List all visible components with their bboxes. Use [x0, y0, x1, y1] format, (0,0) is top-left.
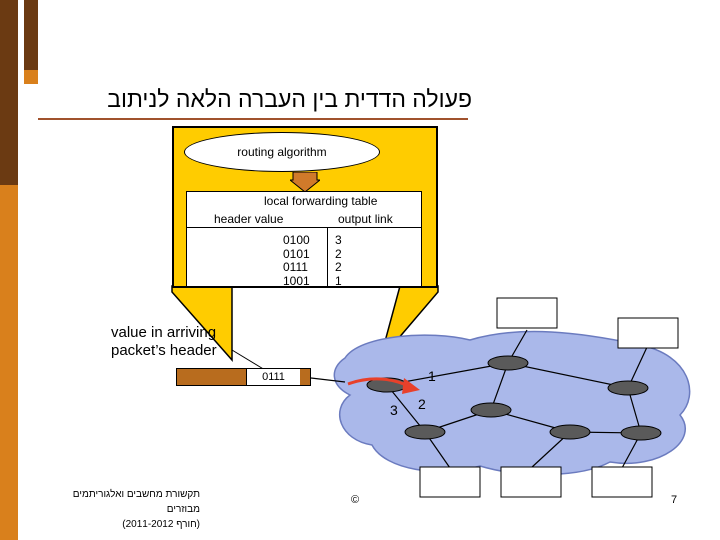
mini-table-icon	[501, 467, 561, 497]
footer-line: תקשורת מחשבים ואלגוריתמים מבוזרים	[40, 487, 200, 517]
table-cell: 2	[335, 261, 342, 275]
forwarding-table-title: local forwarding table	[264, 194, 377, 208]
mini-table-icon	[618, 318, 678, 348]
network-cloud	[334, 332, 689, 475]
port-label-2: 2	[418, 396, 426, 412]
port-label-3: 3	[390, 402, 398, 418]
table-cell: 2	[335, 248, 342, 262]
packet-note-line: value in arriving	[111, 324, 217, 342]
forwarding-table: local forwarding table header value outp…	[186, 191, 422, 287]
table-cell: 0101	[283, 248, 310, 262]
table-cell: 3	[335, 234, 342, 248]
table-cell: 1	[335, 275, 342, 289]
routing-algorithm-ellipse: routing algorithm	[184, 132, 380, 172]
output-link-column: output link	[338, 212, 393, 226]
router-icon	[488, 356, 528, 370]
header-pointer-line	[232, 350, 265, 370]
page-number: 7	[671, 494, 677, 506]
mini-table-icon	[497, 298, 557, 328]
copyright-mark: ©	[351, 494, 359, 506]
router-icon	[471, 403, 511, 417]
table-column-divider	[327, 228, 328, 286]
table-cell: 0111	[283, 261, 310, 275]
table-cell: 0100	[283, 234, 310, 248]
mini-table-icon	[592, 467, 652, 497]
footer-line: (חורף 2011-2012)	[40, 517, 200, 532]
router-icon	[405, 425, 445, 439]
router-icon	[550, 425, 590, 439]
packet-note-line: packet’s header	[111, 342, 217, 360]
header-values: 0100 0101 0111 1001	[283, 234, 310, 288]
output-links: 3 2 2 1	[335, 234, 342, 288]
table-divider	[187, 227, 421, 228]
footer-course: תקשורת מחשבים ואלגוריתמים מבוזרים (חורף …	[40, 487, 200, 532]
router-icon	[621, 426, 661, 440]
packet-header-value: 0111	[246, 369, 300, 385]
mini-table-icon	[420, 467, 480, 497]
down-arrow-icon	[290, 172, 320, 192]
header-value-column: header value	[214, 212, 283, 226]
router-icon	[608, 381, 648, 395]
packet-header-note: value in arriving packet’s header	[111, 324, 217, 360]
port-label-1: 1	[428, 368, 436, 384]
table-cell: 1001	[283, 275, 310, 289]
